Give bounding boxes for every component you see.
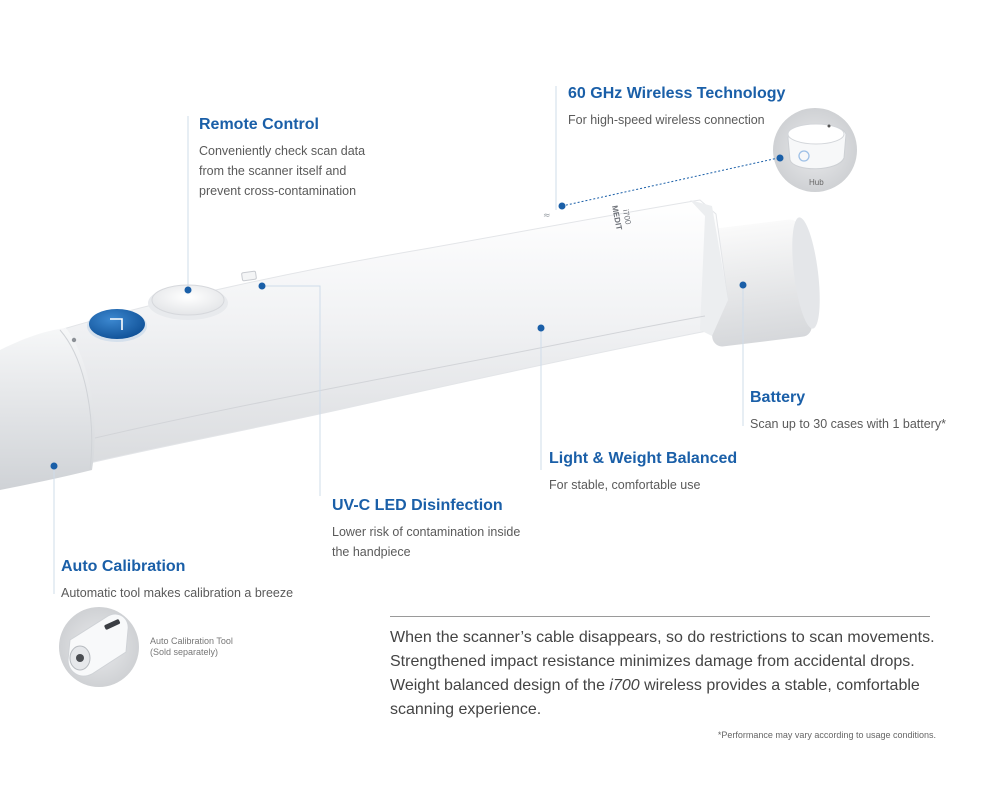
battery-cylinder <box>700 217 820 347</box>
hub-image <box>773 108 857 192</box>
divider <box>390 616 930 617</box>
callout-desc: Scan up to 30 cases with 1 battery* <box>750 417 946 431</box>
tagline: When the scanner’s cable disappears, so … <box>390 626 950 722</box>
callout-remote-control: Remote Control Conveniently check scan d… <box>199 115 365 201</box>
callout-title: UV-C LED Disinfection <box>332 497 503 514</box>
battery-dot-icon <box>739 281 747 289</box>
tagline-line: When the scanner’s cable disappears, so … <box>390 629 935 646</box>
leader-lines <box>53 86 779 594</box>
callout-auto-calibration: Auto Calibration Automatic tool makes ca… <box>61 557 293 603</box>
scanner-tip <box>0 328 95 490</box>
balanced-dot-icon <box>537 324 545 332</box>
model-text: i700 <box>621 209 633 226</box>
remote-control-button <box>148 284 228 320</box>
callout-title: 60 GHz Wireless Technology <box>568 85 786 102</box>
callout-title: Battery <box>750 389 806 406</box>
callout-dots <box>50 154 784 470</box>
wireless-dot-icon <box>558 202 566 210</box>
tagline-text: wireless provides a stable, comfortable <box>639 677 920 694</box>
blue-scan-button <box>87 309 147 342</box>
tagline-line: Strengthened impact resistance minimizes… <box>390 653 915 670</box>
tip-ring <box>59 329 93 471</box>
callout-title: Remote Control <box>199 116 319 133</box>
body-seam <box>94 315 706 439</box>
hub-dot-icon <box>776 154 784 162</box>
callout-title: Auto Calibration <box>61 558 186 575</box>
calibration-tool-label: Auto Calibration Tool (Sold separately) <box>150 636 233 657</box>
scanner-body <box>59 199 729 471</box>
tagline-model: i700 <box>609 677 640 694</box>
callout-uvc-disinfection: UV-C LED Disinfection Lower risk of cont… <box>332 496 520 562</box>
callout-light-weight-balanced: Light & Weight Balanced For stable, comf… <box>549 449 737 495</box>
tagline-line: Weight balanced design of the i700 wirel… <box>390 674 950 698</box>
uvc-dot-icon <box>258 282 266 290</box>
uvc-led-icon <box>241 270 257 282</box>
hub-label: Hub <box>809 178 824 187</box>
remote-dot-icon <box>184 286 192 294</box>
indicator-dot-icon <box>71 337 77 343</box>
callout-desc: For stable, comfortable use <box>549 478 701 492</box>
wireless-symbol-icon: ≈ <box>543 211 551 221</box>
tagline-text: Weight balanced design of the <box>390 677 610 694</box>
callout-desc: Lower risk of contamination inside the h… <box>332 525 521 559</box>
callout-desc: Conveniently check scan data from the sc… <box>199 144 366 198</box>
callout-desc: Automatic tool makes calibration a breez… <box>61 586 294 600</box>
callout-battery: Battery Scan up to 30 cases with 1 batte… <box>750 388 946 434</box>
callout-title: Light & Weight Balanced <box>549 450 738 467</box>
callout-desc: For high-speed wireless connection <box>568 113 765 127</box>
scanner-collar <box>690 200 728 336</box>
callout-wireless: 60 GHz Wireless Technology For high-spee… <box>568 84 785 130</box>
calibration-dot-icon <box>50 462 58 470</box>
calibration-tool-image <box>59 607 139 687</box>
footnote: *Performance may vary according to usage… <box>717 730 936 740</box>
tagline-line: scanning experience. <box>390 701 542 718</box>
